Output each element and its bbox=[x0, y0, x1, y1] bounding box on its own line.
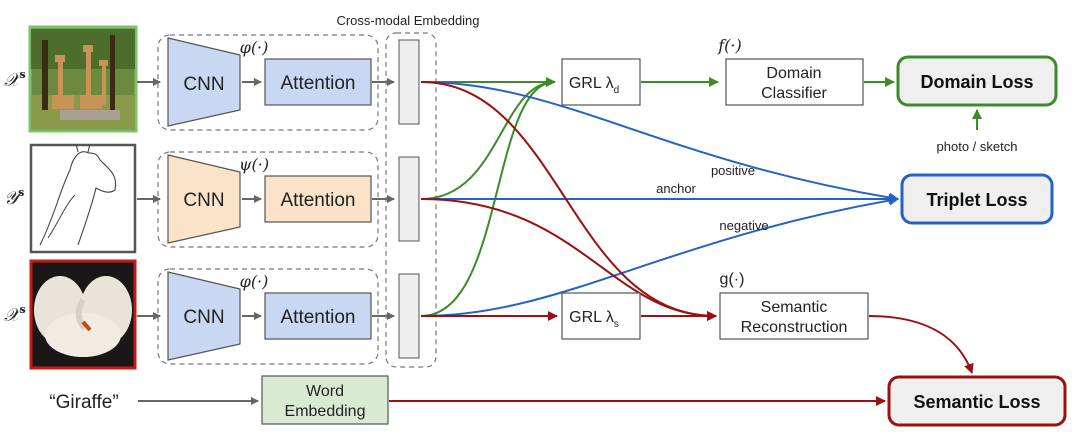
cnn-label-bottom: CNN bbox=[183, 307, 224, 328]
embedding-vector-middle bbox=[398, 156, 420, 242]
grl-domain-label: GRL λd bbox=[569, 75, 619, 96]
positive-label: positive bbox=[711, 163, 755, 178]
grl-domain-block bbox=[561, 58, 641, 106]
input-label-y-mid: 𝒴s bbox=[4, 186, 24, 209]
triplet-loss-label: Triplet Loss bbox=[926, 190, 1027, 210]
embedding-vector-bottom bbox=[398, 273, 420, 359]
domain-classifier-label-line2: Classifier bbox=[761, 85, 827, 102]
giraffe-sketch bbox=[29, 143, 137, 254]
domain-classifier-block bbox=[725, 58, 864, 106]
word-embedding-block bbox=[261, 375, 389, 425]
blue-flow-lines bbox=[420, 81, 899, 317]
attention-label-bottom: Attention bbox=[281, 307, 356, 328]
cnn-label-top: CNN bbox=[183, 74, 224, 95]
red-flow-lines bbox=[420, 81, 717, 321]
attention-label-top: Attention bbox=[281, 73, 356, 94]
cnn-block-middle bbox=[167, 154, 241, 244]
grl-semantic-label: GRL λs bbox=[569, 309, 619, 330]
grl-semantic-block bbox=[561, 292, 641, 340]
cnn-label-middle: CNN bbox=[183, 190, 224, 211]
attention-label-middle: Attention bbox=[281, 190, 356, 211]
triplet-loss-box bbox=[900, 173, 1054, 225]
phi-label-bottom: φ(·) bbox=[240, 272, 269, 291]
attention-block-middle bbox=[264, 175, 372, 223]
arrow-recon-to-semantic-loss bbox=[868, 315, 974, 374]
attention-block-top bbox=[264, 58, 372, 106]
encoder-middle: CNN Attention ψ(·) bbox=[157, 151, 379, 248]
attention-block-bottom bbox=[264, 292, 372, 340]
semantic-reconstruction-label-line2: Reconstruction bbox=[741, 319, 848, 336]
swan-photo bbox=[29, 259, 137, 370]
anchor-label: anchor bbox=[656, 181, 696, 196]
cnn-block-bottom bbox=[167, 271, 241, 361]
cnn-block-top bbox=[167, 37, 241, 127]
psi-label: ψ(·) bbox=[239, 155, 269, 174]
input-label-x-bottom: 𝒳s bbox=[4, 303, 26, 326]
semantic-reconstruction-block bbox=[719, 292, 869, 340]
phi-label-top: φ(·) bbox=[240, 38, 269, 57]
giraffe-word-label: “Giraffe” bbox=[49, 392, 118, 413]
semantic-reconstruction-label-line1: Semantic bbox=[761, 299, 828, 316]
embedding-vector-top bbox=[398, 39, 420, 125]
semantic-loss-box bbox=[887, 375, 1067, 427]
g-function-label: g(·) bbox=[720, 271, 745, 288]
encoder-top: CNN Attention φ(·) bbox=[157, 34, 379, 131]
word-embedding-label-line2: Embedding bbox=[285, 403, 366, 420]
f-function-label: f(·) bbox=[717, 36, 742, 55]
word-embedding-label-line1: Word bbox=[306, 383, 344, 400]
photo-sketch-label: photo / sketch bbox=[937, 139, 1018, 154]
input-label-x-top: 𝒳s bbox=[4, 68, 26, 91]
giraffe-photo bbox=[28, 25, 138, 133]
negative-label: negative bbox=[719, 218, 768, 233]
encoder-bottom: CNN Attention φ(·) bbox=[157, 268, 379, 365]
semantic-loss-label: Semantic Loss bbox=[913, 392, 1040, 412]
domain-classifier-label-line1: Domain bbox=[766, 65, 821, 82]
domain-loss-box bbox=[896, 55, 1058, 107]
cross-modal-embedding-title: Cross-modal Embedding bbox=[336, 13, 479, 28]
domain-loss-label: Domain Loss bbox=[920, 72, 1033, 92]
